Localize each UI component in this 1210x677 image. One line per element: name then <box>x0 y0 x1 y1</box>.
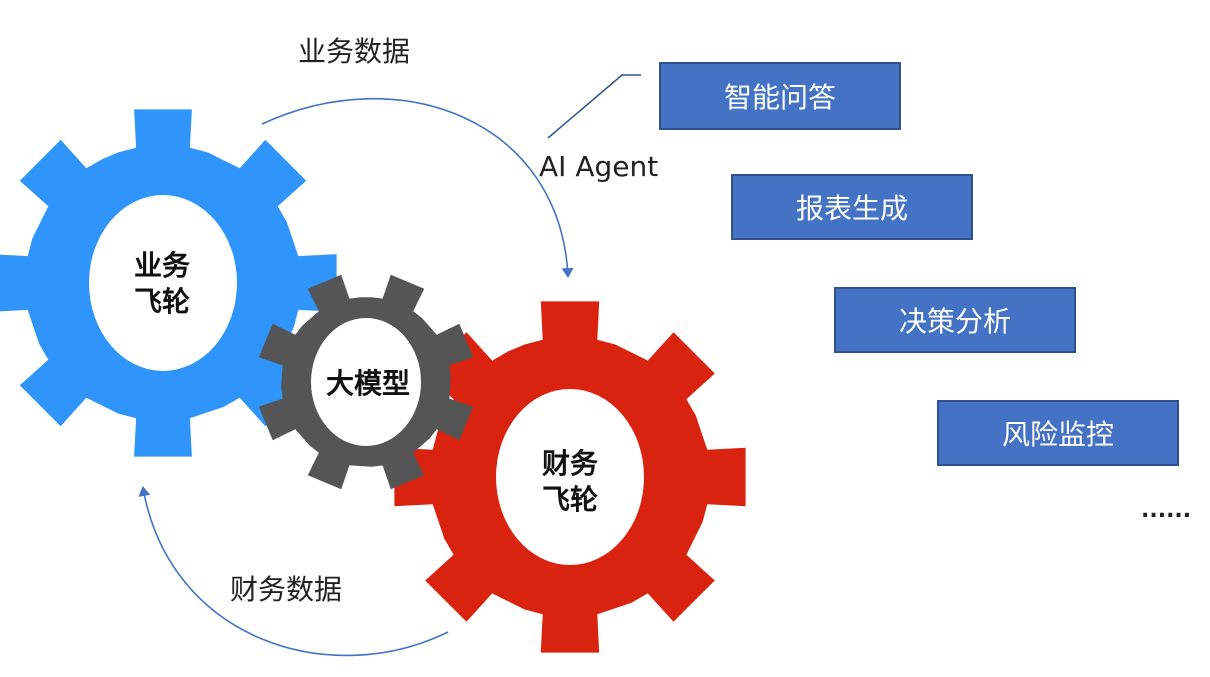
finance-gear <box>394 301 746 653</box>
function-box-report: 报表生成 <box>731 174 973 240</box>
business-gear-label: 业务 飞轮 <box>112 248 212 321</box>
business-gear-label-line2: 飞轮 <box>133 285 190 319</box>
finance-gear-label-line2: 飞轮 <box>541 483 598 517</box>
ai-agent-callout-line <box>547 74 641 139</box>
function-box-qa: 智能问答 <box>659 62 901 130</box>
finance-gear-label: 财务 飞轮 <box>520 446 620 519</box>
more-ellipsis: ...... <box>1141 498 1192 523</box>
finance-data-arrow <box>138 486 449 657</box>
business-data-label: 业务数据 <box>298 35 411 68</box>
function-box-qa-label: 智能问答 <box>723 81 836 114</box>
function-box-decision: 决策分析 <box>834 287 1076 353</box>
model-gear-label-text: 大模型 <box>325 367 410 400</box>
business-data-arrow <box>261 97 574 278</box>
model-gear-label: 大模型 <box>316 366 420 402</box>
function-box-decision-label: 决策分析 <box>898 305 1011 338</box>
function-box-report-label: 报表生成 <box>795 192 908 225</box>
finance-gear-label-line1: 财务 <box>541 447 598 480</box>
function-box-risk: 风险监控 <box>937 400 1179 466</box>
business-gear <box>0 109 337 457</box>
finance-data-label: 财务数据 <box>230 573 343 606</box>
ai-agent-label: AI Agent <box>539 150 659 183</box>
function-box-risk-label: 风险监控 <box>1001 418 1114 451</box>
business-gear-label-line1: 业务 <box>133 249 190 282</box>
model-gear <box>258 274 474 490</box>
